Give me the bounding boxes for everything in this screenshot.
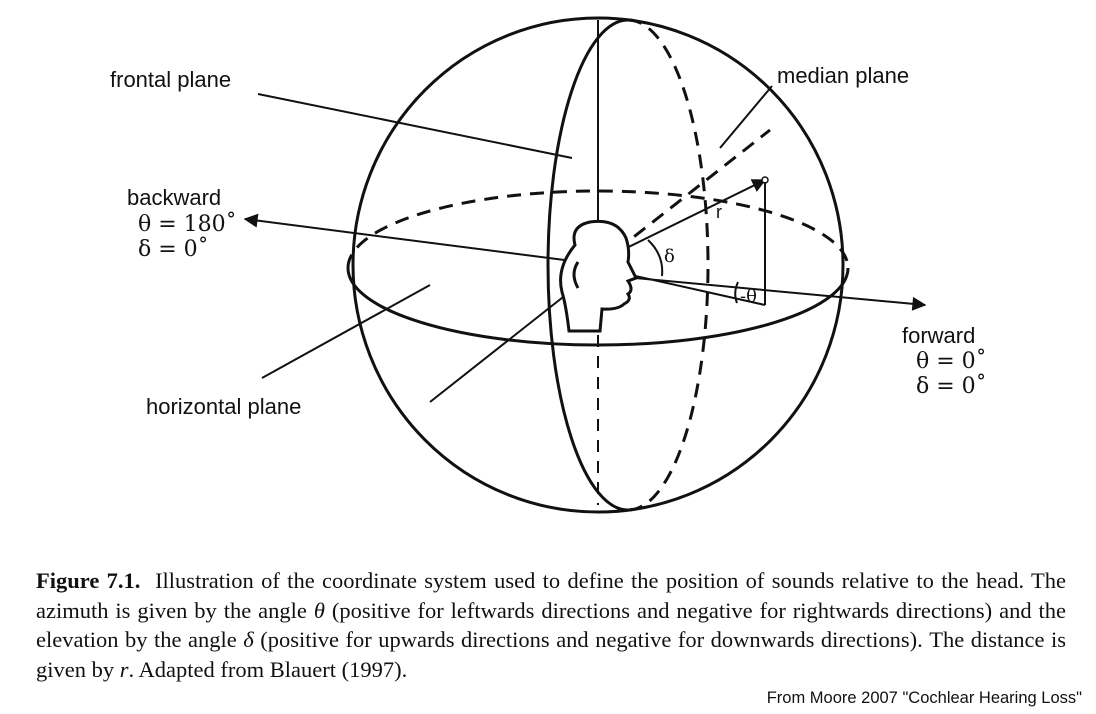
median-plane-front-arc xyxy=(546,18,629,512)
median-plane-label: median plane xyxy=(777,63,909,88)
backward-delta-label: δ = 0˚ xyxy=(138,235,209,262)
caption-delta: δ xyxy=(243,627,254,652)
forward-delta-label: δ = 0˚ xyxy=(916,372,987,399)
forward-arrow xyxy=(634,277,927,311)
backward-theta-label: θ = 180˚ xyxy=(138,210,237,237)
caption-r: r xyxy=(119,656,129,682)
caption-theta: θ xyxy=(313,597,325,623)
horizontal-plane-label: horizontal plane xyxy=(146,394,301,419)
lateral-axis-front xyxy=(429,289,573,403)
forward-label: forward xyxy=(902,323,975,348)
horizontal-plane-back-arc xyxy=(346,189,850,269)
forward-theta-label: θ = 0˚ xyxy=(916,347,987,374)
head-icon xyxy=(559,219,639,333)
caption-text-4: . Adapted from Blauert (1997). xyxy=(128,656,408,682)
delta-label: δ xyxy=(664,246,675,267)
elevation-arc xyxy=(647,239,664,277)
figure-label: Figure 7.1. xyxy=(36,568,141,593)
frontal-plane-label: frontal plane xyxy=(110,67,231,92)
source-credit: From Moore 2007 "Cochlear Hearing Loss" xyxy=(766,689,1082,707)
sphere-outline xyxy=(351,16,845,514)
median-plane-back-arc xyxy=(627,18,710,512)
r-label: r xyxy=(716,202,722,222)
backward-arrow xyxy=(243,213,581,263)
caption-text-2: (positive for leftwards directions and n… xyxy=(36,597,1066,653)
coordinate-system-diagram: frontal plane median plane horizontal pl… xyxy=(110,16,987,514)
backward-label: backward xyxy=(127,185,221,210)
frontal-plane-leader xyxy=(257,93,573,159)
median-plane-leader xyxy=(719,85,773,149)
caption-text-1: Illustration of the coordinate system us… xyxy=(36,568,1066,623)
minus-theta-label: -θ xyxy=(740,286,757,307)
caption-text-3: (positive for upwards directions and neg… xyxy=(36,627,1066,682)
horizontal-plane-leader xyxy=(261,284,431,379)
azimuth-arc xyxy=(734,281,739,304)
figure-caption: Figure 7.1. Illustration of the coordina… xyxy=(36,566,1066,684)
